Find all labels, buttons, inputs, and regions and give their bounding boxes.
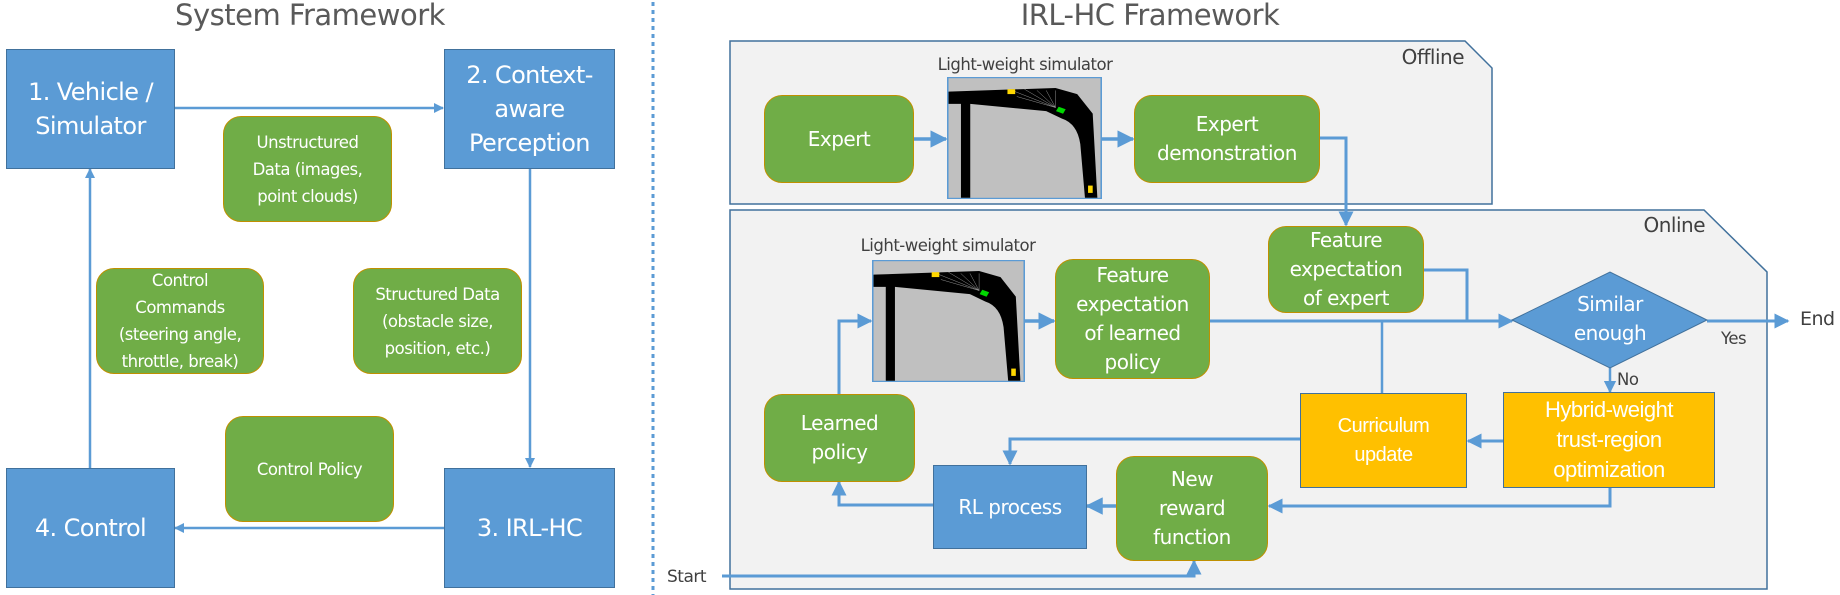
irlhc-box: 3. IRL-HC [444,468,615,588]
arrow-hybrid-to-new-reward [1267,487,1612,514]
obstacle-car [931,272,940,278]
arrow-start-to-new-reward [722,559,1202,578]
offline-simulator-label: Light-weight simulator [937,55,1113,74]
new-reward-function-box: New reward function [1116,456,1268,561]
vehicle-simulator-box: 1. Vehicle / Simulator [6,49,175,169]
hybrid-weight-optimization-box: Hybrid-weight trust-region optimization [1503,392,1715,488]
online-label: Online [1643,213,1705,237]
irlhc-framework-title: IRL-HC Framework [1020,0,1280,32]
obstacle-car [1011,368,1016,376]
decision-diamond [1510,271,1709,369]
rl-process-box: RL process [933,465,1087,549]
expert-demonstration-box: Expert demonstration [1134,95,1320,183]
arrow-learned-policy-to-sim [837,313,873,394]
yes-label: Yes [1721,329,1747,348]
online-simulator-view [872,260,1025,382]
system-framework-title: System Framework [175,0,445,32]
unstructured-data-label: Unstructured Data (images, point clouds) [223,116,392,222]
ego-car [979,289,990,297]
structured-data-label: Structured Data (obstacle size, position… [353,268,522,374]
no-label: No [1617,370,1639,389]
control-box: 4. Control [6,468,175,588]
obstacle-car [1007,89,1016,95]
curriculum-update-box: Curriculum update [1300,393,1467,488]
road-shape [873,270,1021,381]
arrow-demo-to-feature-expert [1320,136,1354,227]
context-aware-perception-box: 2. Context- aware Perception [444,49,615,169]
connector-feature-expert-to-main [1423,268,1469,321]
end-label: End [1800,308,1835,330]
control-policy-label: Control Policy [225,416,394,522]
obstacle-car [1088,185,1093,193]
online-simulator-label: Light-weight simulator [860,236,1036,255]
road-shape [948,87,1098,198]
control-commands-label: Control Commands (steering angle, thrott… [96,268,264,374]
expert-box: Expert [764,95,914,183]
feature-expectation-learned-box: Feature expectation of learned policy [1055,259,1210,379]
ego-car [1056,106,1066,114]
feature-expectation-expert-box: Feature expectation of expert [1268,226,1424,313]
offline-label: Offline [1401,45,1465,69]
offline-simulator-view [947,77,1102,199]
arrow-rl-to-learned-policy [831,480,933,507]
decision-label: Similar enough [1573,292,1647,345]
arrow-curriculum-to-rl [1002,437,1300,466]
start-label: Start [667,567,707,587]
learned-policy-box: Learned policy [764,394,915,482]
